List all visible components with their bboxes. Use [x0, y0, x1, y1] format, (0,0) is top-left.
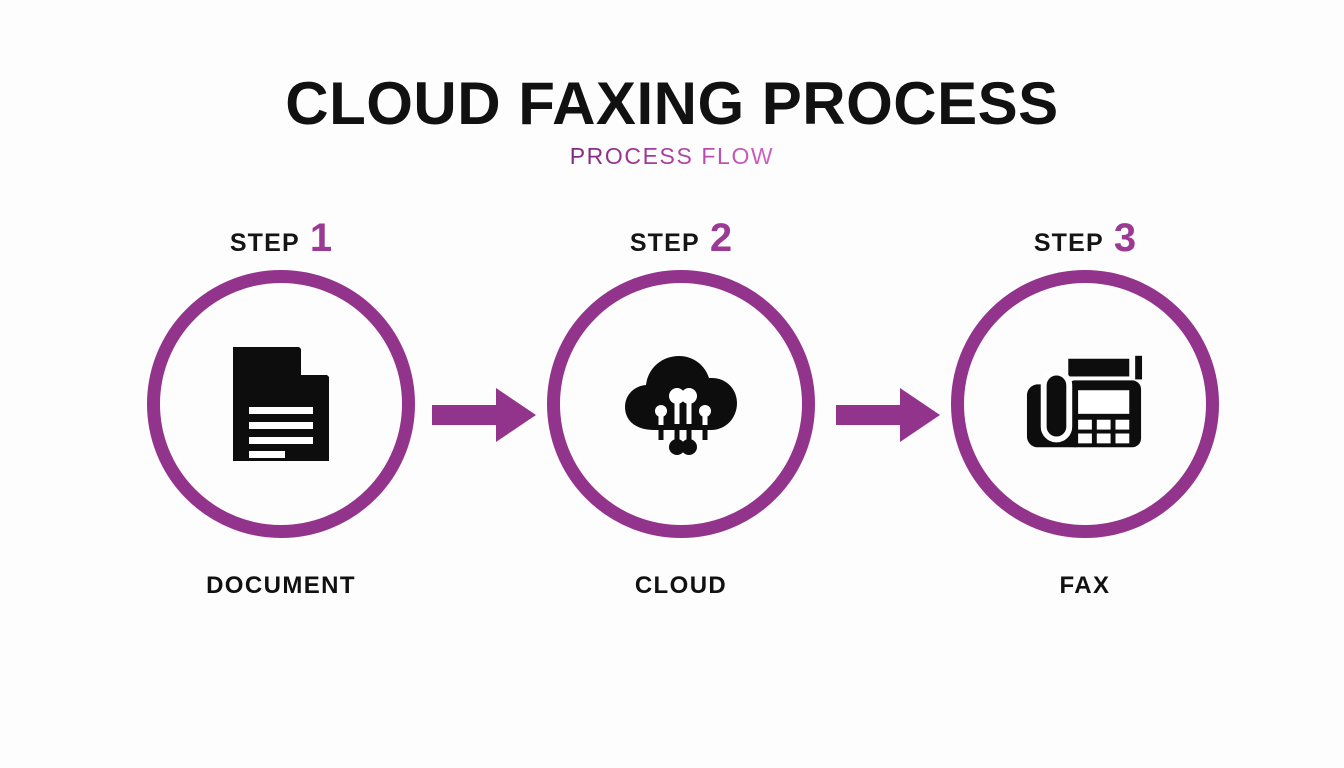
- step-2-circle: [547, 270, 815, 538]
- step-1-label: STEP 1: [131, 218, 431, 262]
- step-1-circle: [147, 270, 415, 538]
- step-3-caption: FAX: [1059, 572, 1111, 599]
- step-2-caption: CLOUD: [634, 572, 728, 599]
- step-item-fax: STEP 3: [935, 218, 1235, 600]
- cloud-network-icon: [621, 344, 741, 464]
- step-1-number: 1: [309, 216, 333, 260]
- step-1-caption: DOCUMENT: [206, 572, 356, 599]
- fax-machine-icon: [1025, 344, 1145, 464]
- diagram-header: CLOUD FAXING PROCESS PROCESS FLOW: [0, 72, 1344, 169]
- step-3-number: 3: [1113, 216, 1137, 260]
- document-icon: [221, 344, 341, 464]
- page-subtitle: PROCESS FLOW: [569, 143, 775, 169]
- arrow-right-icon-2: [836, 386, 940, 444]
- step-2-word: STEP: [629, 229, 700, 257]
- step-3-circle: [951, 270, 1219, 538]
- step-1-word: STEP: [229, 229, 300, 257]
- step-2-label: STEP 2: [531, 218, 831, 262]
- step-3-word: STEP: [1033, 229, 1104, 257]
- step-item-cloud: STEP 2: [531, 218, 831, 600]
- steps-row: STEP 1 DOCUMENT: [0, 218, 1344, 618]
- step-item-document: STEP 1 DOCUMENT: [131, 218, 431, 600]
- step-3-label: STEP 3: [935, 218, 1235, 262]
- page-title: CLOUD FAXING PROCESS: [285, 70, 1059, 137]
- arrow-right-icon-1: [432, 386, 536, 444]
- step-2-number: 2: [709, 216, 733, 260]
